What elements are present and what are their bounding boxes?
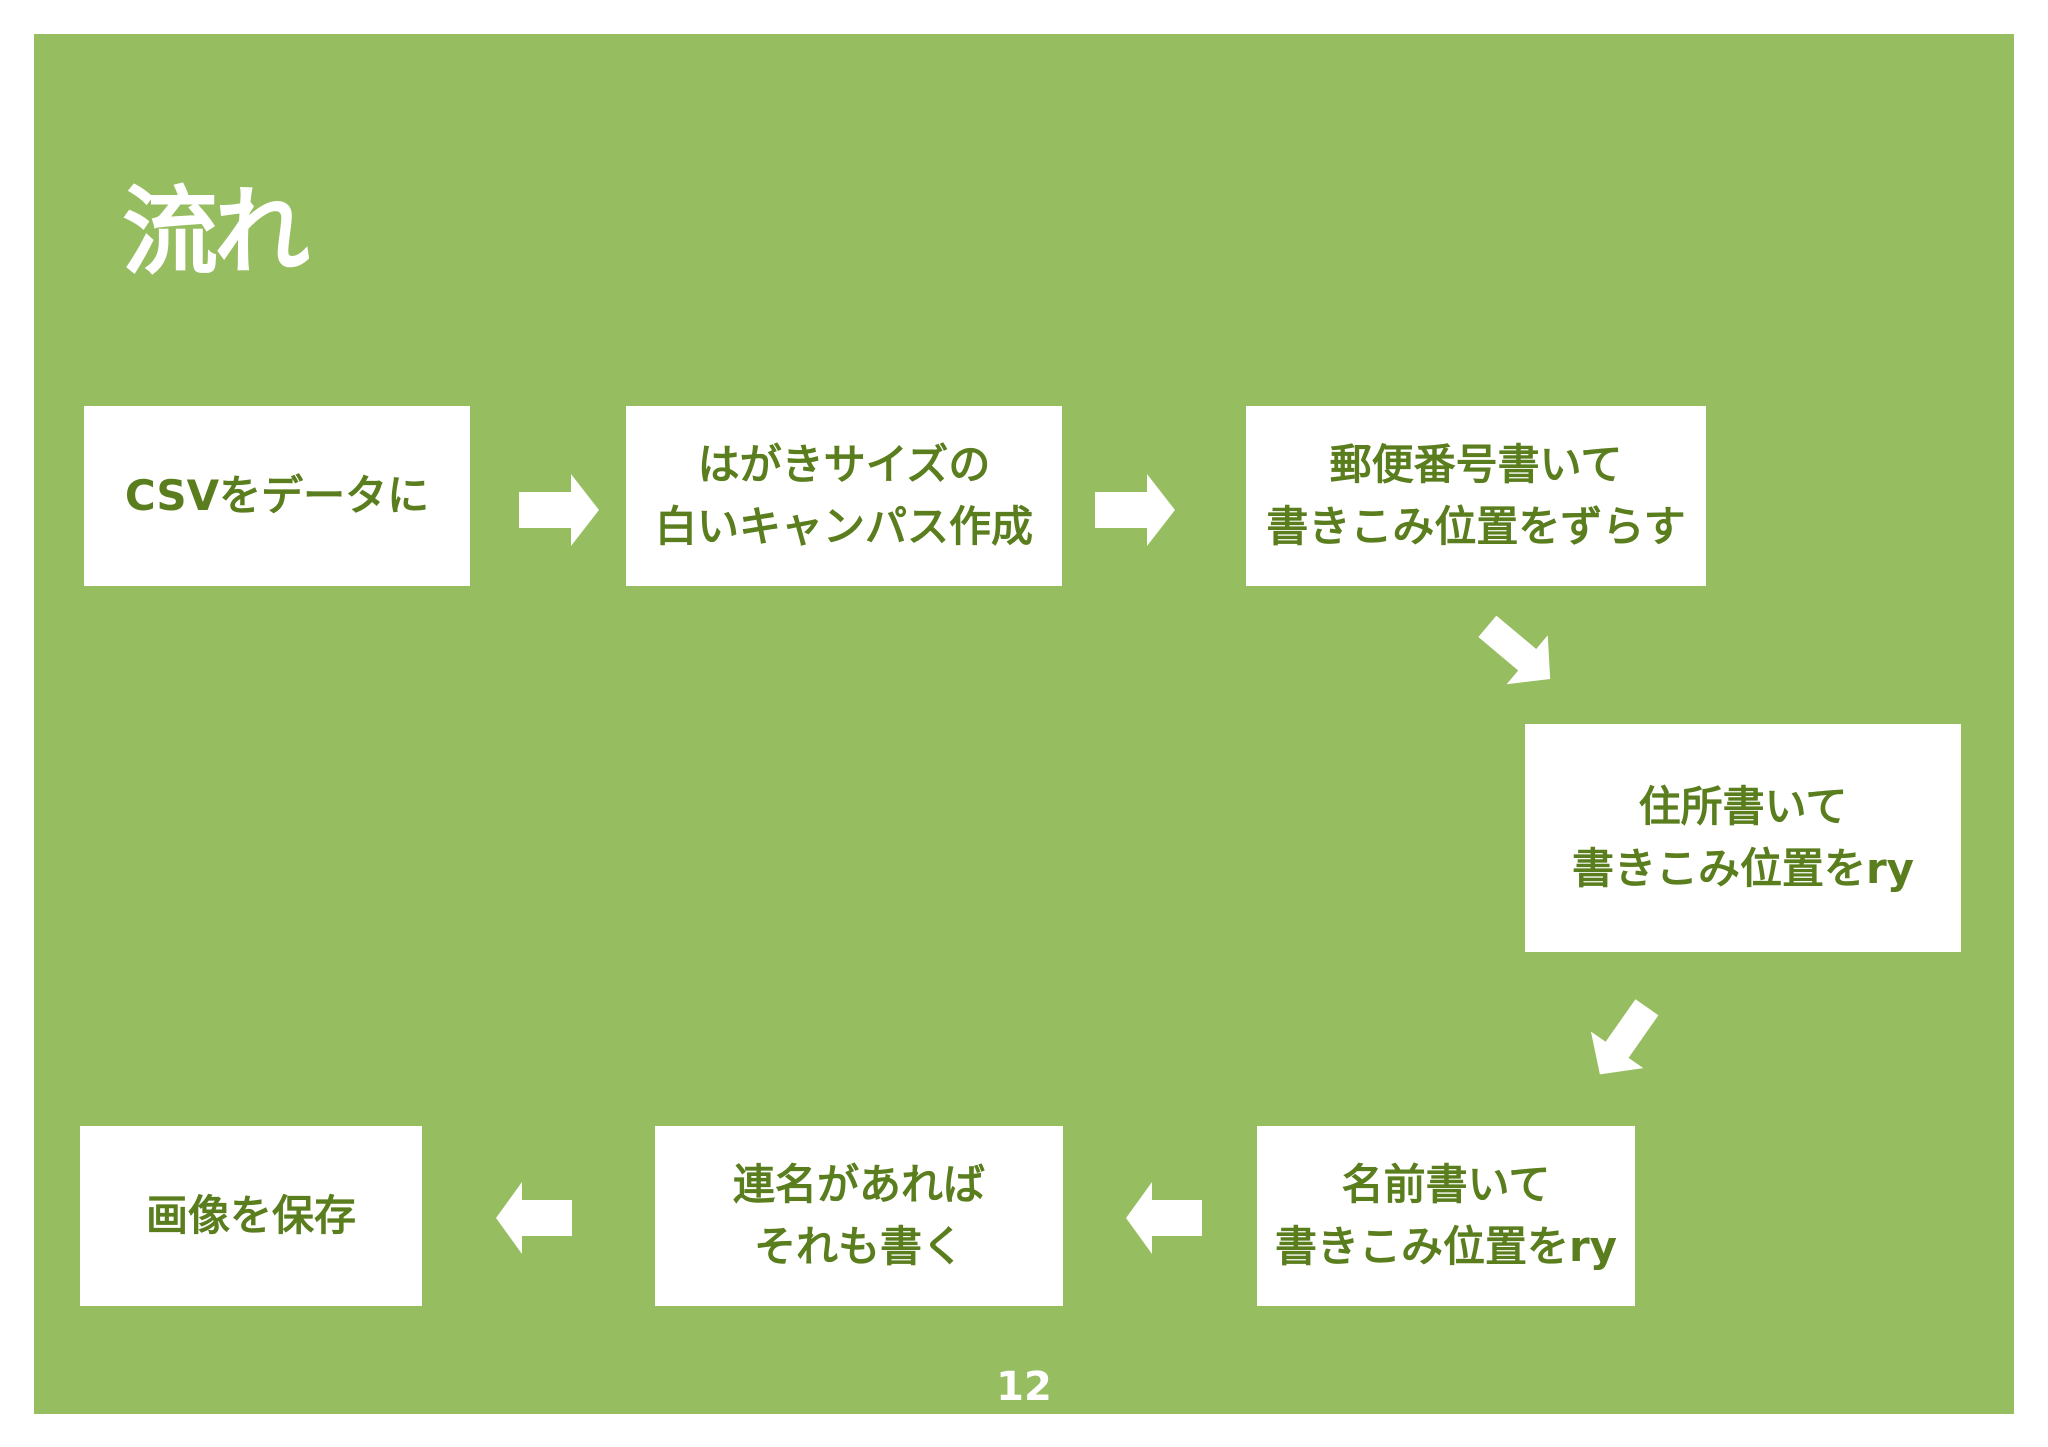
page-number: 12	[996, 1364, 1052, 1410]
flow-step-text: 画像を保存	[145, 1191, 356, 1240]
slide-title: 流れ	[122, 176, 310, 288]
flow-step-text: 郵便番号書いて	[1329, 440, 1623, 489]
flow-step-name: 名前書いて 書きこみ位置をry	[1257, 1126, 1635, 1306]
flow-step-text: 住所書いて	[1638, 782, 1848, 831]
arrow-left-icon	[1126, 1182, 1202, 1254]
flow-step-csv: CSVをデータに	[84, 406, 470, 586]
flow-step-text: はがきサイズの	[697, 440, 991, 489]
arrow-left-icon	[496, 1182, 572, 1254]
flow-step-text: CSVをデータに	[124, 471, 430, 520]
arrow-down-left-icon	[1574, 990, 1674, 1090]
flow-step-canvas: はがきサイズの 白いキャンパス作成	[626, 406, 1062, 586]
flow-step-text: 書きこみ位置をずらす	[1266, 502, 1686, 551]
flow-step-text: 連名があれば	[732, 1160, 985, 1209]
flow-step-address: 住所書いて 書きこみ位置をry	[1525, 724, 1961, 952]
flow-step-text: 名前書いて	[1341, 1160, 1551, 1209]
flow-step-text: それも書く	[753, 1222, 964, 1271]
flow-step-text: 書きこみ位置をry	[1274, 1222, 1618, 1271]
flow-step-joint-name: 連名があれば それも書く	[655, 1126, 1063, 1306]
arrow-right-icon	[519, 474, 599, 546]
flow-step-postal-code: 郵便番号書いて 書きこみ位置をずらす	[1246, 406, 1706, 586]
flow-step-text: 書きこみ位置をry	[1571, 844, 1915, 893]
arrow-down-right-icon	[1468, 602, 1568, 702]
arrow-right-icon	[1095, 474, 1175, 546]
flow-step-save-image: 画像を保存	[80, 1126, 422, 1306]
slide: 流れ CSVをデータに はがきサイズの 白いキャンパス作成 郵便番号書いて 書き…	[34, 34, 2014, 1414]
flow-step-text: 白いキャンパス作成	[654, 502, 1033, 551]
